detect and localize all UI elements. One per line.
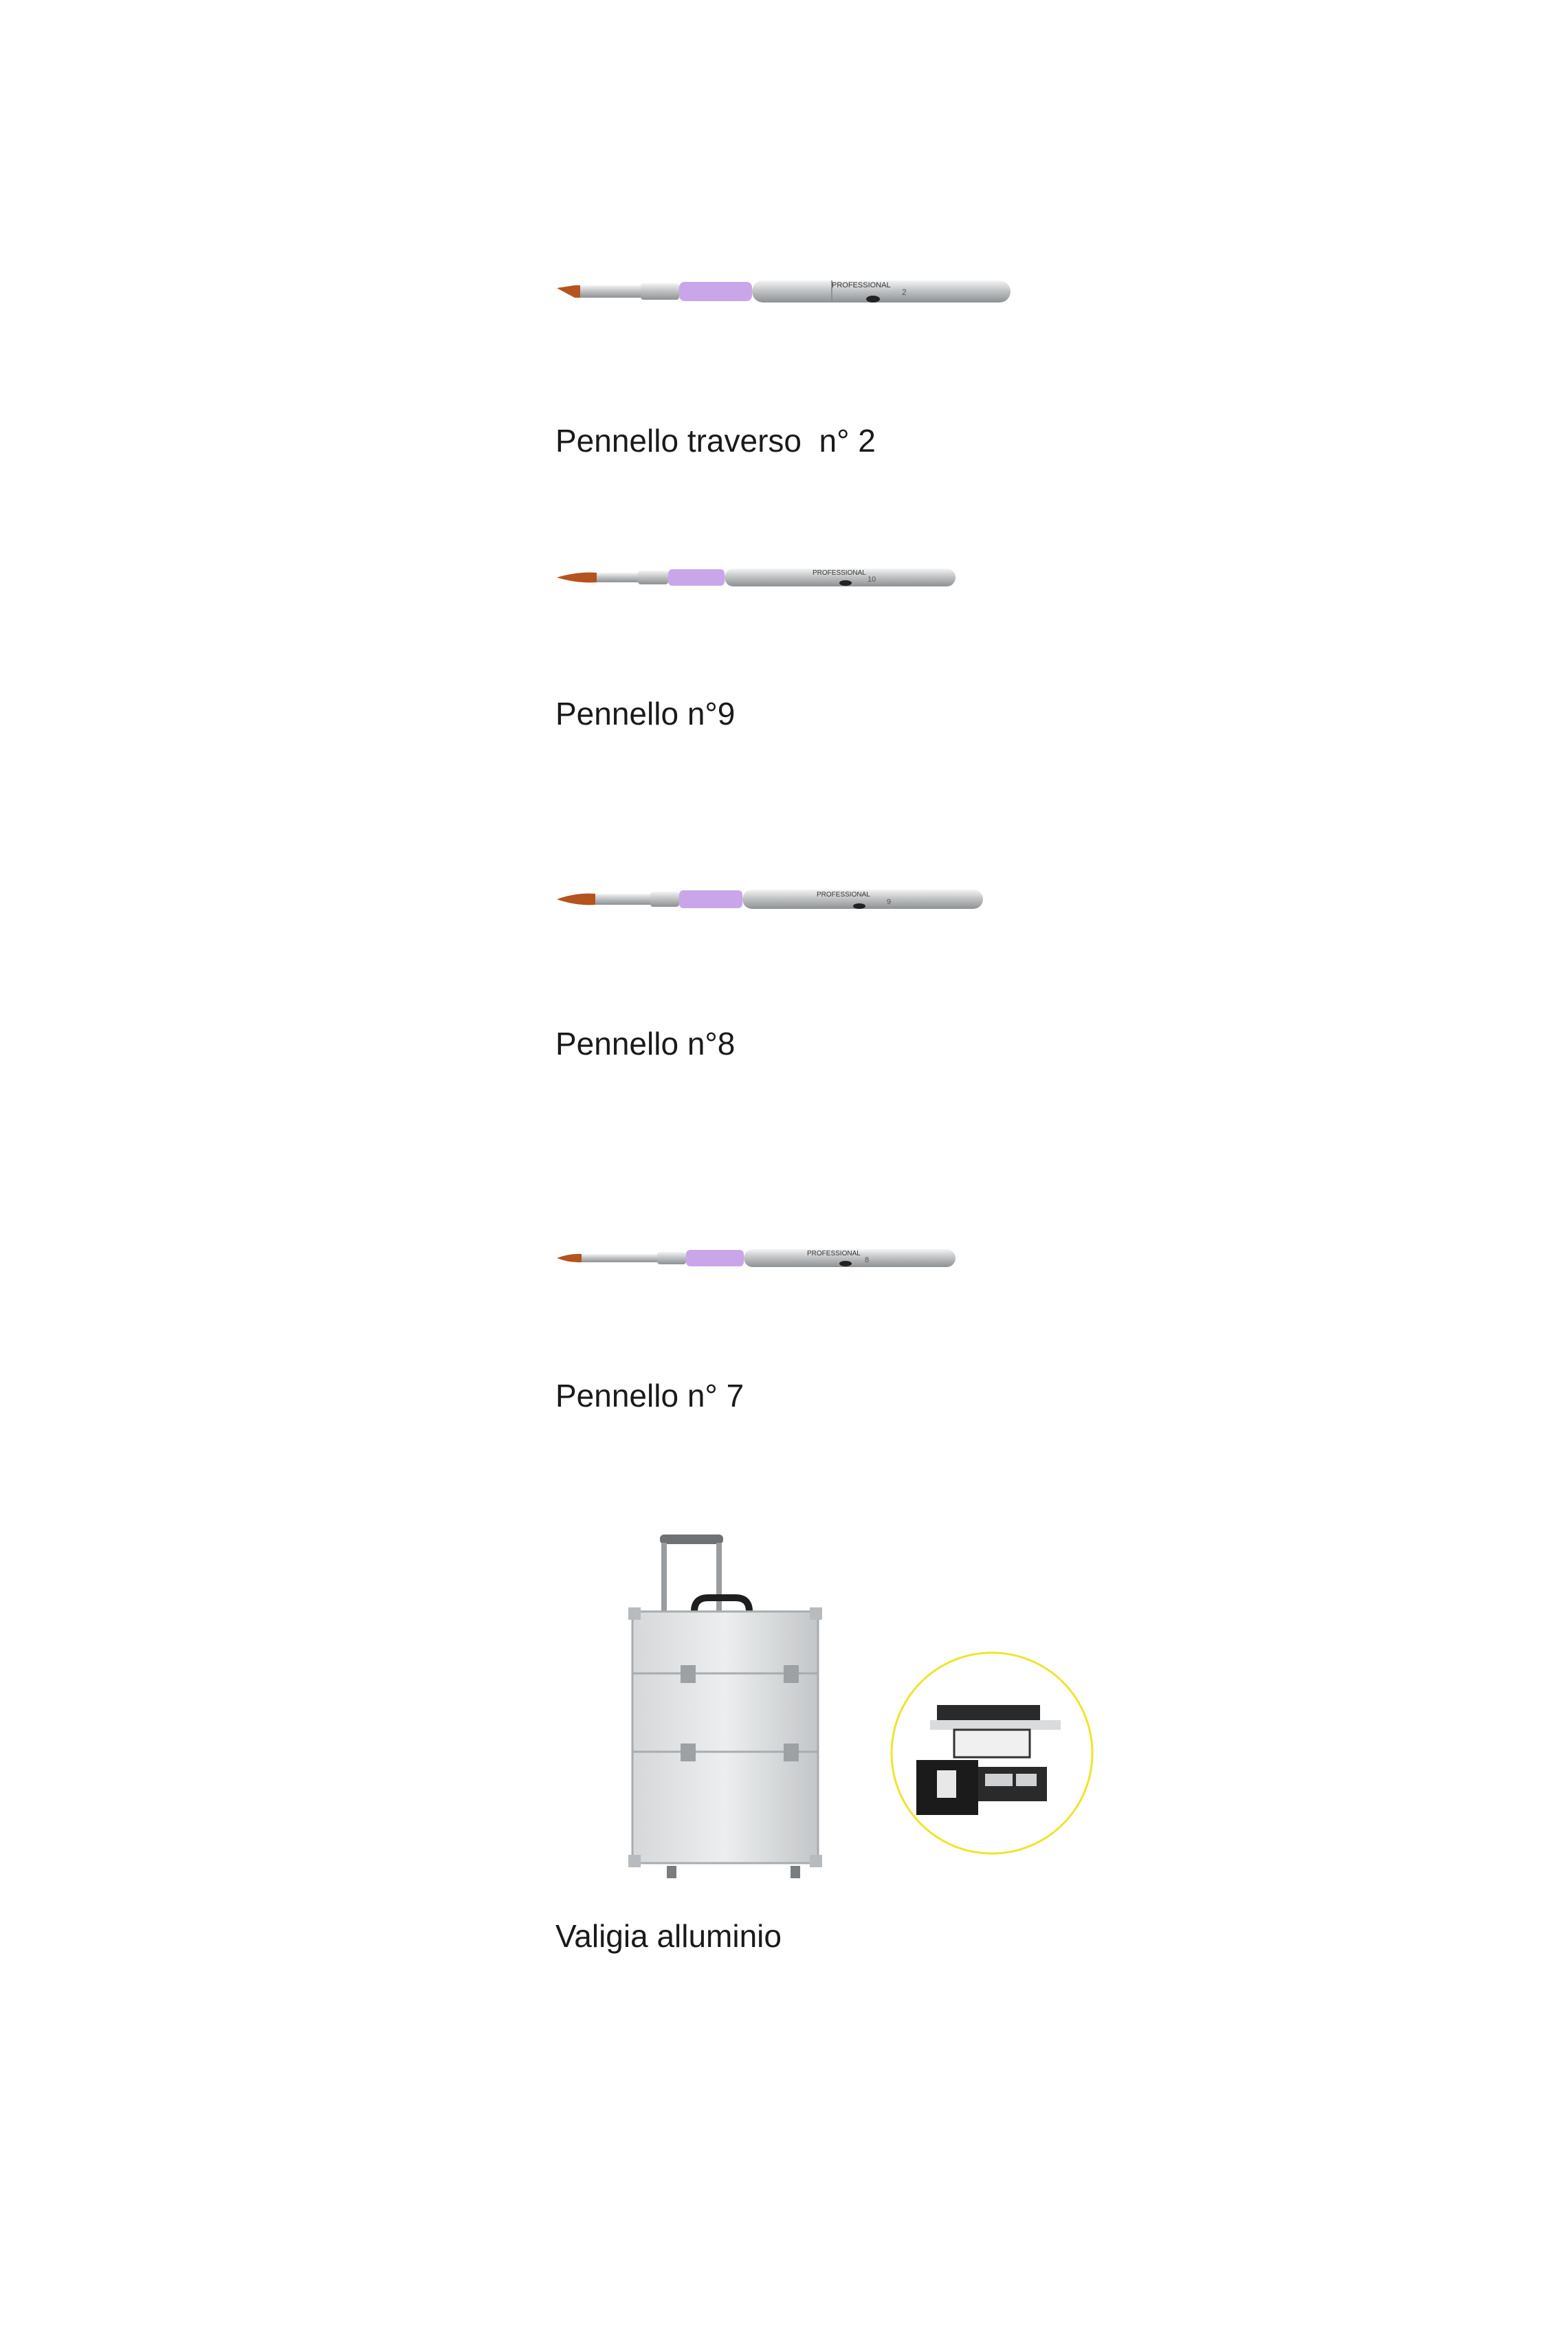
- brush-image-traverso-2: PROFESSIONAL 2: [557, 272, 1017, 311]
- aluminium-trolley-case-image: [619, 1532, 839, 1886]
- brush-brand-label: PROFESSIONAL: [807, 1250, 861, 1257]
- brush-brand-label: PROFESSIONAL: [813, 569, 866, 577]
- brush-size-label: 9: [887, 898, 891, 906]
- caption-pennello-n7: Pennello n° 7: [555, 1378, 744, 1414]
- brush-image-n8: PROFESSIONAL 9: [557, 882, 990, 916]
- brush-size-label: 8: [865, 1256, 869, 1264]
- caption-pennello-n9: Pennello n°9: [555, 696, 736, 732]
- caption-valigia-alluminio: Valigia alluminio: [555, 1918, 782, 1954]
- brush-size-label: 2: [902, 287, 907, 297]
- brush-brand-label: PROFESSIONAL: [832, 281, 891, 289]
- brush-brand-label: PROFESSIONAL: [817, 891, 870, 899]
- case-interior-detail-image: [889, 1650, 1095, 1860]
- brush-image-n9: PROFESSIONAL 10: [557, 560, 962, 595]
- caption-pennello-traverso: Pennello traverso n° 2: [555, 423, 876, 459]
- brush-size-label: 10: [868, 575, 876, 584]
- caption-pennello-n8: Pennello n°8: [555, 1026, 736, 1062]
- brush-image-n7: PROFESSIONAL 8: [557, 1241, 962, 1275]
